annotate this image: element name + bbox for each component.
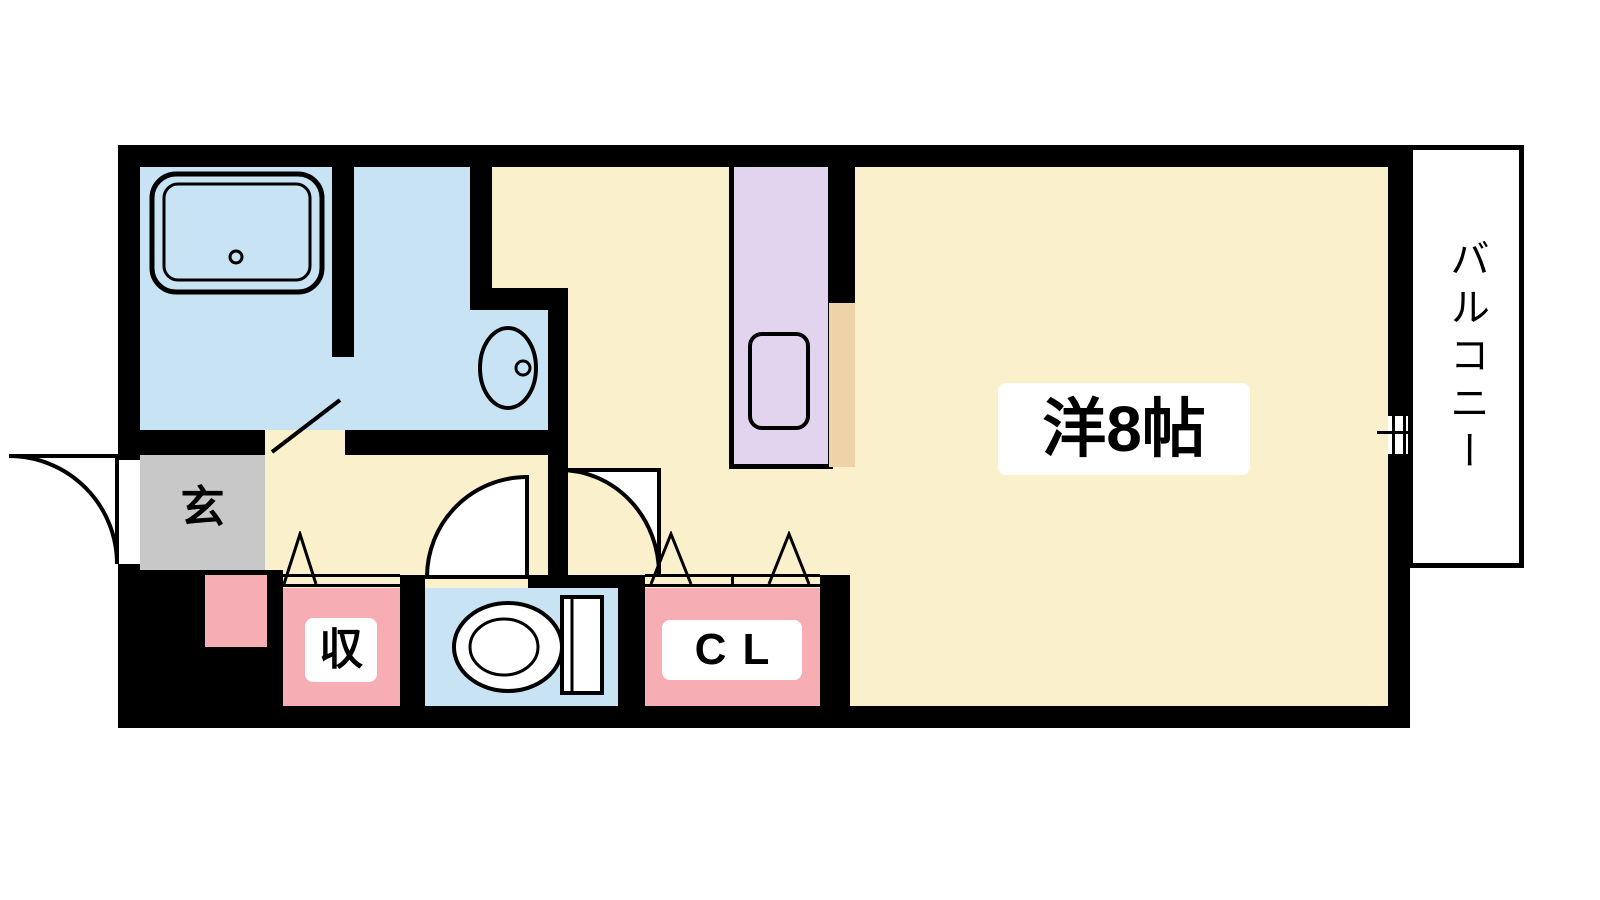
bathroom-passage — [332, 357, 354, 430]
main-room-label: 洋8帖 — [1042, 393, 1206, 465]
storage-track-line — [283, 584, 400, 587]
bathroom-floor — [140, 167, 332, 430]
balcony-label: バルコニー — [1408, 160, 1524, 555]
wall-storage-toilet — [400, 575, 425, 728]
bathtub-icon — [149, 171, 325, 295]
washroom-floor — [354, 167, 470, 430]
balcony-label-text: バルコニー — [1444, 237, 1488, 478]
wall-band-left — [118, 430, 265, 455]
closet-track-divider — [731, 574, 734, 587]
closet-label: CL — [694, 625, 786, 674]
window-tick — [1377, 431, 1421, 434]
closet-chip: CL — [662, 620, 802, 680]
window-line — [1403, 416, 1406, 454]
wall-toilet-closet — [618, 575, 645, 728]
entrance-wall-opening — [118, 460, 140, 564]
entrance-door-icon — [8, 454, 119, 565]
storage-track-line — [283, 574, 400, 577]
toilet-icon — [452, 595, 604, 695]
genkan-label: 玄 — [180, 483, 225, 532]
toilet-door-icon — [424, 474, 529, 579]
main-room-chip: 洋8帖 — [998, 383, 1250, 475]
folding-door-icon — [767, 531, 811, 585]
balcony — [1408, 145, 1524, 568]
genkan-floor — [140, 455, 265, 570]
wall-band-right — [345, 430, 568, 455]
wall-bathroom-washroom — [332, 167, 354, 357]
storage-chip: 収 — [305, 618, 377, 682]
wall-kitchen-right — [829, 145, 855, 303]
sink-icon — [478, 326, 538, 410]
main-room-door-icon — [559, 468, 661, 575]
stove-icon — [748, 332, 810, 430]
entrance-step — [205, 575, 267, 647]
bathroom-door-icon — [270, 398, 342, 454]
wall-toilet-front — [528, 575, 618, 588]
wall-vanity-top — [492, 288, 568, 310]
kitchen-counter — [829, 303, 855, 467]
window-line — [1392, 416, 1395, 454]
storage-label: 収 — [319, 625, 363, 674]
wall-washroom-right — [470, 167, 492, 310]
wall-closet-right — [820, 575, 850, 728]
folding-door-icon — [282, 531, 318, 585]
